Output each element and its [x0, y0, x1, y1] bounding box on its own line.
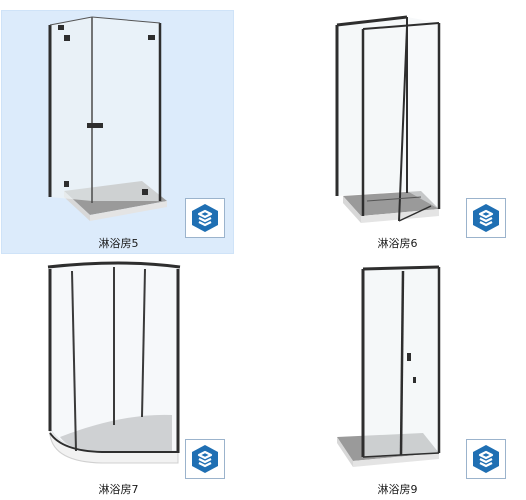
thumbnail-label: 淋浴房5 — [98, 237, 139, 250]
thumbnail-label: 淋浴房6 — [377, 237, 418, 250]
shower-enclosure-preview — [48, 16, 167, 221]
sketchup-icon — [466, 198, 506, 238]
sketchup-icon — [466, 439, 506, 479]
thumbnail-label: 淋浴房7 — [98, 483, 139, 496]
thumbnail-label: 淋浴房9 — [377, 483, 418, 496]
shower-enclosure-preview — [337, 265, 441, 467]
thumbnail-item[interactable]: 淋浴房7 — [1, 256, 234, 500]
shower-enclosure-preview — [335, 15, 441, 223]
sketchup-icon — [185, 198, 225, 238]
thumbnail-item[interactable]: 淋浴房6 — [280, 10, 513, 254]
thumbnail-item[interactable]: 淋浴房9 — [280, 256, 513, 500]
thumbnail-item[interactable]: 淋浴房5 — [1, 10, 234, 254]
shower-enclosure-preview — [47, 261, 181, 464]
sketchup-icon — [185, 439, 225, 479]
